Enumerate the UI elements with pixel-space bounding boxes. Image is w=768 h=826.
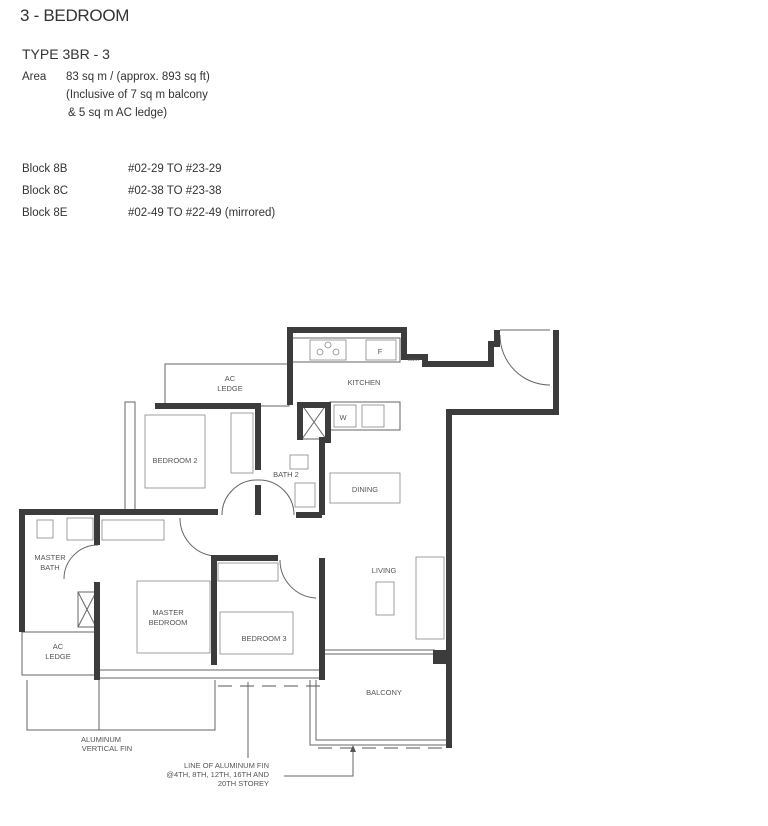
sink-icon	[361, 404, 385, 428]
coffee-table-icon	[375, 581, 395, 616]
master-bedroom-label: BEDROOM	[149, 618, 188, 627]
dining-label: DINING	[352, 485, 378, 494]
bed-icon	[144, 414, 206, 489]
master-bath-label: BATH	[40, 563, 59, 572]
annotation-lines	[26, 680, 446, 777]
master-bath-label: MASTER	[34, 553, 66, 562]
block-units: #02-38 TO #23-38	[128, 185, 222, 197]
thin-outlines	[21, 329, 551, 746]
page-title: 3 - BEDROOM	[20, 6, 130, 25]
sofa-icon	[415, 556, 445, 640]
living-label: LIVING	[372, 566, 397, 575]
fin-line-note: LINE OF ALUMINUM FIN	[184, 761, 269, 770]
kitchen-label: KITCHEN	[348, 378, 381, 387]
bed3-icon	[219, 611, 294, 655]
washer-icon	[333, 404, 357, 428]
unit-type: TYPE 3BR - 3	[22, 46, 110, 62]
fridge-label: F	[378, 347, 383, 356]
master-bed-icon	[136, 580, 211, 654]
area-line-3: & 5 sq m AC ledge)	[68, 107, 168, 119]
block-units: #02-29 TO #23-29	[128, 163, 222, 175]
toilet-icon	[289, 454, 309, 470]
ac-ledge-top-label: LEDGE	[217, 384, 242, 393]
balcony-label: BALCONY	[366, 688, 402, 697]
fin-line-note: 20TH STOREY	[218, 779, 269, 788]
fin-line-note: @4TH, 8TH, 12TH, 16TH AND	[166, 770, 269, 779]
hob-icon	[309, 339, 347, 361]
dining-table-icon	[329, 472, 401, 504]
block-name: Block 8C	[22, 185, 69, 197]
column	[433, 650, 447, 664]
bedroom2-label: BEDROOM 2	[152, 456, 197, 465]
area-line-2: (Inclusive of 7 sq m balcony	[66, 89, 208, 101]
vertical-fin-note: VERTICAL FIN	[82, 744, 132, 753]
furniture	[36, 339, 445, 655]
block-name: Block 8B	[22, 163, 68, 175]
ac-ledge-top-label: AC	[225, 374, 236, 383]
ac-ledge-bottom-label: AC	[53, 642, 64, 651]
walls	[19, 327, 559, 748]
master-bedroom-label: MASTER	[152, 608, 184, 617]
fridge-icon	[365, 339, 397, 361]
ac-ledge-bottom-label: LEDGE	[45, 652, 70, 661]
db-st-label: DB/ST	[408, 357, 420, 362]
vertical-fin-note: ALUMINUM	[81, 735, 121, 744]
bath2-label: BATH 2	[273, 470, 299, 479]
area-label: Area	[22, 71, 47, 83]
block-units: #02-49 TO #22-49 (mirrored)	[128, 207, 276, 219]
bedroom3-label: BEDROOM 3	[241, 634, 286, 643]
area-line-1: 83 sq m / (approx. 893 sq ft)	[66, 71, 210, 83]
washer-label: W	[339, 413, 347, 422]
block-name: Block 8E	[22, 207, 68, 219]
